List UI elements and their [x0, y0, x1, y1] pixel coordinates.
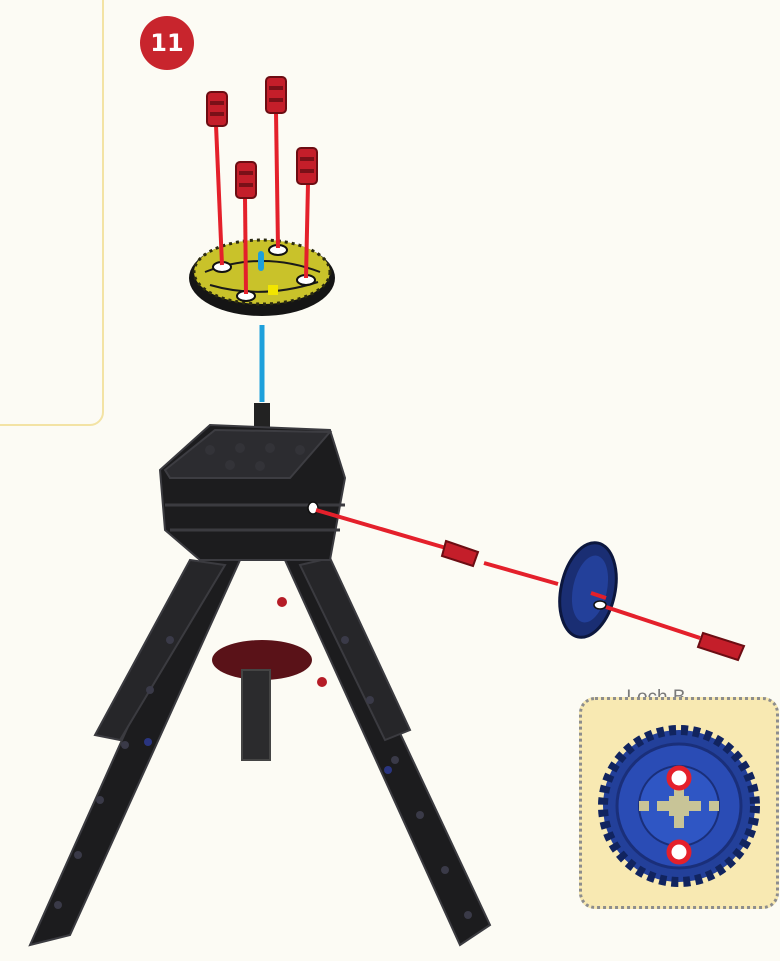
guide-line-red: [606, 607, 700, 638]
guide-line-red: [216, 125, 222, 265]
red-peg-icon: [442, 541, 478, 566]
red-peg-icon: [266, 77, 286, 113]
red-peg-icon: [297, 148, 317, 184]
red-peg-icon: [207, 92, 227, 126]
disc-assembly: [189, 77, 335, 316]
tripod-icon: [30, 403, 490, 945]
red-peg-icon: [698, 633, 744, 660]
guide-line-red: [245, 197, 246, 294]
guide-line-red: [276, 112, 278, 248]
detail-inset: [579, 697, 779, 909]
guide-line-blue: [258, 251, 264, 271]
blue-gear-icon: [552, 537, 625, 642]
guide-line-red: [484, 563, 558, 584]
guide-line-red: [306, 183, 308, 278]
red-peg-icon: [236, 162, 256, 198]
blue-gear-icon: [582, 700, 776, 906]
